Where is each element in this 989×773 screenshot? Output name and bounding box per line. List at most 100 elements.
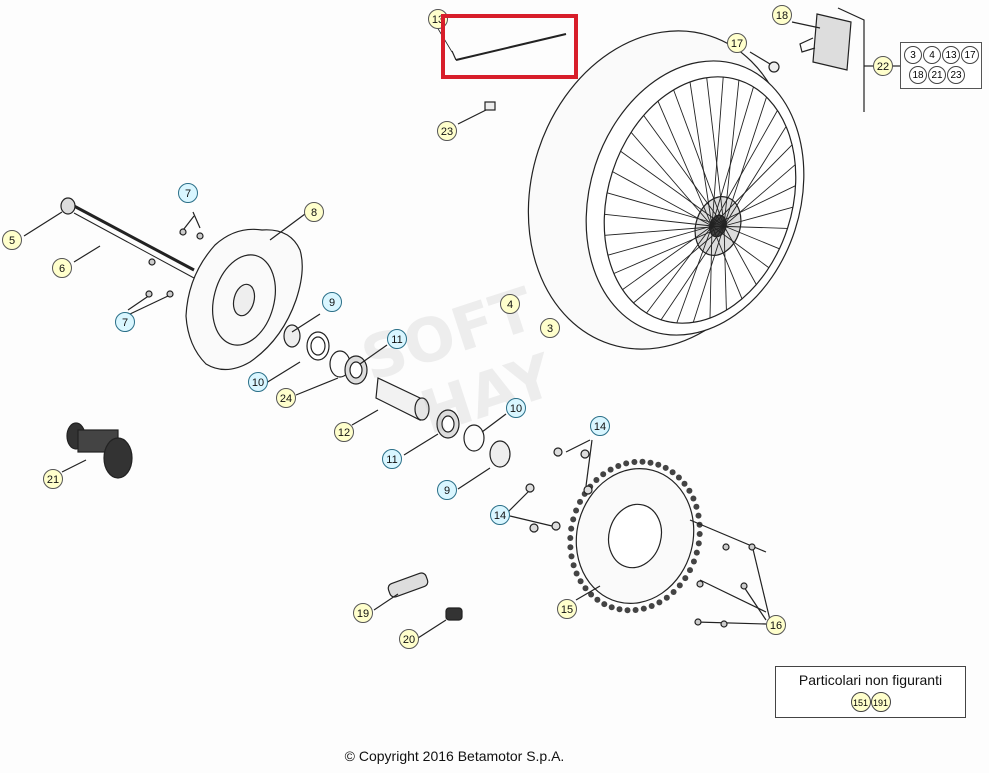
sprocket-tooth [573,507,580,514]
copyright-footer: © Copyright 2016 Betamotor S.p.A. [0,748,989,764]
sprocket-tooth [681,480,688,487]
callout-17[interactable]: 17 [727,33,747,53]
callout-5[interactable]: 5 [2,230,22,250]
sprocket-tooth [608,604,615,611]
callout-11-bottom[interactable]: 11 [382,449,402,469]
kit-item[interactable]: 23 [947,66,965,84]
sprocket-tooth [568,553,575,560]
callout-3[interactable]: 3 [540,318,560,338]
sprocket-tooth [682,575,689,582]
wheel-spoke [711,144,793,227]
wheel-spoke [604,225,725,236]
wheel-spoke [646,225,713,314]
wheel-spoke [613,225,725,274]
selection-highlight [441,14,578,79]
wheel-spoke [723,225,757,285]
wheel-spoke [723,206,794,227]
sprocket-tooth [696,531,703,537]
wheel-spoke [689,81,713,227]
wheel-spoke [723,164,796,227]
sprocket-tooth [675,474,682,481]
sprocket-tooth [632,607,639,613]
callout-9-bottom[interactable]: 9 [437,480,457,500]
sprocket-tooth [616,606,623,613]
kit-item[interactable]: 4 [923,46,941,64]
sprocket-tooth [690,495,697,502]
sprocket-tooth [687,567,693,574]
sprocket-tooth [601,601,608,608]
nipple-part [457,101,496,125]
callout-7-bottom[interactable]: 7 [115,312,135,332]
sprocket-tooth [655,461,662,468]
hub-part [61,422,133,479]
callout-20[interactable]: 20 [399,629,419,649]
wheel-spoke [660,225,725,321]
wheel-spoke [706,77,725,227]
callout-19[interactable]: 19 [353,603,373,623]
callout-10-left[interactable]: 10 [248,372,268,392]
callout-7-top[interactable]: 7 [178,183,198,203]
kit-item[interactable]: 3 [904,46,922,64]
callout-6[interactable]: 6 [52,258,72,278]
callout-14-bottom[interactable]: 14 [490,505,510,525]
sprocket-tooth [656,599,663,606]
sprocket-tooth [695,512,702,519]
sprocket-tooth [573,570,580,577]
kit-item[interactable]: 21 [928,66,946,84]
callout-23[interactable]: 23 [437,121,457,141]
brake-disc-part [127,211,306,371]
sprocket-tooth [676,582,683,589]
callout-21[interactable]: 21 [43,469,63,489]
wheel-spoke [723,225,780,250]
sprocket-tooth [615,463,622,469]
callout-12[interactable]: 12 [334,422,354,442]
wheel-spoke [676,225,713,324]
wheel-spoke [643,115,725,227]
sprocket-tooth [624,607,631,614]
parts-not-shown-title: Particolari non figuranti [798,672,943,688]
sprocket-tooth [570,562,577,569]
sprocket-tooth [600,471,607,478]
hub-bearings-part [265,313,511,490]
sprocket-tooth [663,594,670,601]
wheel-spoke [711,110,778,227]
sprocket-tooth [570,516,577,523]
kit-item[interactable]: 13 [942,46,960,64]
callout-9-top[interactable]: 9 [322,292,342,312]
callout-16[interactable]: 16 [766,615,786,635]
callout-15[interactable]: 15 [557,599,577,619]
wheel-spoke [711,86,754,227]
callout-11-top[interactable]: 11 [387,329,407,349]
sprocket-tooth [695,540,702,547]
wheel-spoke [606,192,725,227]
callout-14-top[interactable]: 14 [590,416,610,436]
axle-part [23,197,195,279]
not-shown-item[interactable]: 191 [870,692,891,712]
not-shown-item[interactable]: 151 [850,692,871,712]
sprocket-tooth [669,469,676,476]
sprocket-tooth [568,525,575,532]
wheel-spoke [622,225,713,290]
copyright-text: © Copyright 2016 Betamotor S.p.A. [344,748,565,764]
sprocket-fasteners [507,439,771,628]
callout-10-right[interactable]: 10 [506,398,526,418]
wheel-spoke [604,213,713,227]
sprocket-tooth [639,458,646,465]
callout-24[interactable]: 24 [276,388,296,408]
sprocket-part [567,458,703,614]
callout-18[interactable]: 18 [772,5,792,25]
wheel-spoke [711,77,724,227]
wheel-spoke [673,89,725,227]
sprocket-tooth [648,603,655,609]
callout-8[interactable]: 8 [304,202,324,222]
sprocket-tooth [640,605,647,612]
kit-item[interactable]: 18 [909,66,927,84]
wheel-spoke [711,185,796,227]
wheel-spoke [723,80,740,227]
kit-item[interactable]: 17 [961,46,979,64]
callout-22[interactable]: 22 [873,56,893,76]
callout-4[interactable]: 4 [500,294,520,314]
